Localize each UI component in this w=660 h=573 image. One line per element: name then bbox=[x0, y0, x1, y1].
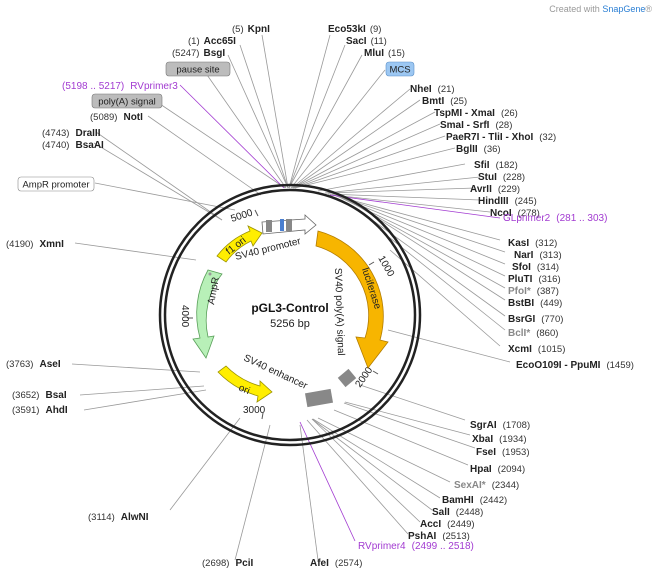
site-bsaai[interactable]: (4740)BsaAI bbox=[42, 140, 104, 151]
backbone-outer bbox=[158, 183, 422, 447]
site-acci[interactable]: AccI(2449) bbox=[420, 519, 475, 530]
site-acc65i[interactable]: (1)Acc65I bbox=[188, 36, 236, 47]
backbone-inner bbox=[163, 188, 417, 442]
primer-glprimer2[interactable]: GLprimer2(281 .. 303) bbox=[503, 213, 607, 224]
site-alwni[interactable]: (3114)AlwNI bbox=[88, 512, 149, 523]
site-bsgi[interactable]: (5247)BsgI bbox=[172, 48, 225, 59]
ticks bbox=[187, 209, 379, 420]
mcs-label: MCS bbox=[389, 65, 410, 76]
f1-ori-feature[interactable] bbox=[216, 225, 263, 263]
site-stui[interactable]: StuI(228) bbox=[478, 172, 525, 183]
leader-lines bbox=[71, 34, 511, 561]
site-sexai[interactable]: SexAI*(2344) bbox=[454, 480, 519, 491]
primer-rvprimer4[interactable]: RVprimer4(2499 .. 2518) bbox=[358, 541, 474, 552]
ampr-promoter-box[interactable]: AmpR promoter bbox=[17, 176, 95, 192]
site-avrii[interactable]: AvrII(229) bbox=[470, 184, 520, 195]
site-ecoo109i-ppumi[interactable]: EcoO109I - PpuMI(1459) bbox=[516, 360, 634, 371]
tick-4000: 4000 bbox=[179, 305, 190, 328]
site-bcli[interactable]: BclI*(860) bbox=[508, 328, 558, 339]
site-bmti[interactable]: BmtI(25) bbox=[422, 96, 467, 107]
primer-rvprimer3[interactable]: (5198 .. 5217)RVprimer3 bbox=[62, 81, 178, 92]
tick-3000: 3000 bbox=[243, 405, 266, 416]
site-hpai[interactable]: HpaI(2094) bbox=[470, 464, 525, 475]
site-sgrai[interactable]: SgrAI(1708) bbox=[470, 420, 530, 431]
credit-suffix: ® bbox=[645, 4, 652, 14]
top-sites: (5)KpnI (1)Acc65I (5247)BsgI Eco53kI(9) … bbox=[172, 24, 405, 59]
site-xcmi[interactable]: XcmI(1015) bbox=[508, 344, 565, 355]
plasmid-name: pGL3-Control bbox=[251, 301, 328, 315]
bottom-sites: (2698)PciI AfeI(2574) bbox=[202, 558, 362, 569]
site-bglii[interactable]: BglII(36) bbox=[456, 144, 501, 155]
label-sv40-polya: SV40 poly(A) signal bbox=[332, 268, 346, 356]
ampr-promoter-label: AmpR promoter bbox=[22, 180, 89, 191]
site-asei[interactable]: (3763)AseI bbox=[6, 359, 61, 370]
site-bstbi[interactable]: BstBI(449) bbox=[508, 298, 562, 309]
site-afei[interactable]: AfeI(2574) bbox=[310, 558, 362, 569]
label-ampr: AmpR bbox=[206, 276, 222, 305]
tick-1000: 1000 bbox=[375, 254, 396, 279]
site-eco53ki[interactable]: Eco53kI(9) bbox=[328, 24, 381, 35]
site-mlui[interactable]: MluI(15) bbox=[364, 48, 405, 59]
promoter-box-b bbox=[286, 219, 292, 231]
site-sfii[interactable]: SfiI(182) bbox=[474, 160, 518, 171]
credit-brand: SnapGene bbox=[602, 4, 646, 14]
luciferase-feature[interactable] bbox=[315, 230, 389, 369]
site-bamhi[interactable]: BamHI(2442) bbox=[442, 495, 507, 506]
site-xmni[interactable]: (4190)XmnI bbox=[6, 239, 64, 250]
pause-site-label: pause site bbox=[176, 65, 219, 76]
left-sites: (5089)NotI (4743)DraIII (4740)BsaAI (419… bbox=[6, 112, 149, 523]
site-paer7i-tlii-xhoi[interactable]: PaeR7I - TliI - XhoI(32) bbox=[446, 132, 556, 143]
site-bsrgi[interactable]: BsrGI(770) bbox=[508, 314, 563, 325]
site-pfoi[interactable]: PfoI*(387) bbox=[508, 286, 559, 297]
credit-prefix: Created with bbox=[549, 4, 603, 14]
label-ori: ori bbox=[237, 383, 251, 397]
site-xbai[interactable]: XbaI(1934) bbox=[472, 434, 527, 445]
polya-signal-box[interactable]: poly(A) signal bbox=[91, 93, 163, 109]
site-kasi[interactable]: KasI(312) bbox=[508, 238, 557, 249]
ampr-feature[interactable] bbox=[192, 269, 223, 359]
primer-leader-lines bbox=[179, 84, 501, 542]
sv40-polya-box[interactable] bbox=[337, 368, 357, 388]
site-saci[interactable]: SacI(11) bbox=[346, 36, 387, 47]
right-sites: NheI(21)BmtI(25)TspMI - XmaI(26)SmaI - S… bbox=[408, 84, 634, 542]
promoter-box-c bbox=[280, 219, 284, 231]
site-nhei[interactable]: NheI(21) bbox=[410, 84, 455, 95]
site-ahdi[interactable]: (3591)AhdI bbox=[12, 405, 68, 416]
site-noti[interactable]: (5089)NotI bbox=[90, 112, 143, 123]
plasmid-size: 5256 bp bbox=[270, 318, 310, 330]
site-sfoi[interactable]: SfoI(314) bbox=[512, 262, 559, 273]
site-pshai[interactable]: PshAI(2513) bbox=[408, 531, 470, 542]
site-ncoi[interactable]: NcoI(278) bbox=[490, 208, 540, 219]
site-tspmi-xmai[interactable]: TspMI - XmaI(26) bbox=[434, 108, 518, 119]
site-kpni[interactable]: (5)KpnI bbox=[232, 24, 270, 35]
polya-signal-label: poly(A) signal bbox=[98, 97, 156, 108]
site-bsai[interactable]: (3652)BsaI bbox=[12, 390, 67, 401]
site-pluti[interactable]: PluTI(316) bbox=[508, 274, 561, 285]
mcs-box[interactable]: MCS bbox=[385, 61, 415, 77]
tick-2000: 2000 bbox=[353, 365, 375, 390]
site-draiii[interactable]: (4743)DraIII bbox=[42, 128, 101, 139]
site-pcii[interactable]: (2698)PciI bbox=[202, 558, 253, 569]
site-sali[interactable]: SalI(2448) bbox=[432, 507, 483, 518]
pause-site-box[interactable]: pause site bbox=[165, 61, 231, 77]
site-nari[interactable]: NarI(313) bbox=[514, 250, 562, 261]
site-smai-srfi[interactable]: SmaI - SrfI(28) bbox=[440, 120, 512, 131]
sv40-enhancer-box[interactable] bbox=[304, 388, 334, 408]
snapgene-credit: Created with SnapGene® bbox=[549, 4, 652, 14]
promoter-box-a bbox=[266, 220, 272, 232]
ori-feature[interactable] bbox=[217, 365, 273, 403]
site-fsei[interactable]: FseI(1953) bbox=[476, 447, 529, 458]
ampr-promoter-dot bbox=[208, 272, 212, 276]
site-hindiii[interactable]: HindIII(245) bbox=[478, 196, 537, 207]
